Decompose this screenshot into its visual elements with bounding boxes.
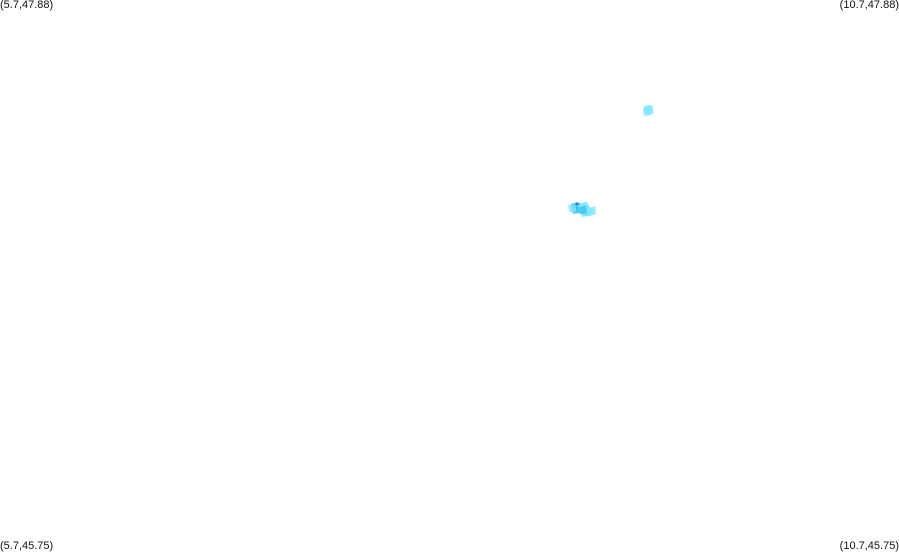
map-cell [579, 205, 588, 215]
corner-label-top-right: (10.7,47.88) [839, 0, 899, 11]
corner-label-bottom-right: (10.7,45.75) [839, 540, 899, 552]
map-cell [568, 203, 577, 213]
map-cell [588, 206, 597, 216]
corner-label-bottom-left: (5.7,45.75) [0, 540, 54, 552]
map-cell [642, 106, 651, 116]
corner-label-top-left: (5.7,47.88) [0, 0, 54, 11]
